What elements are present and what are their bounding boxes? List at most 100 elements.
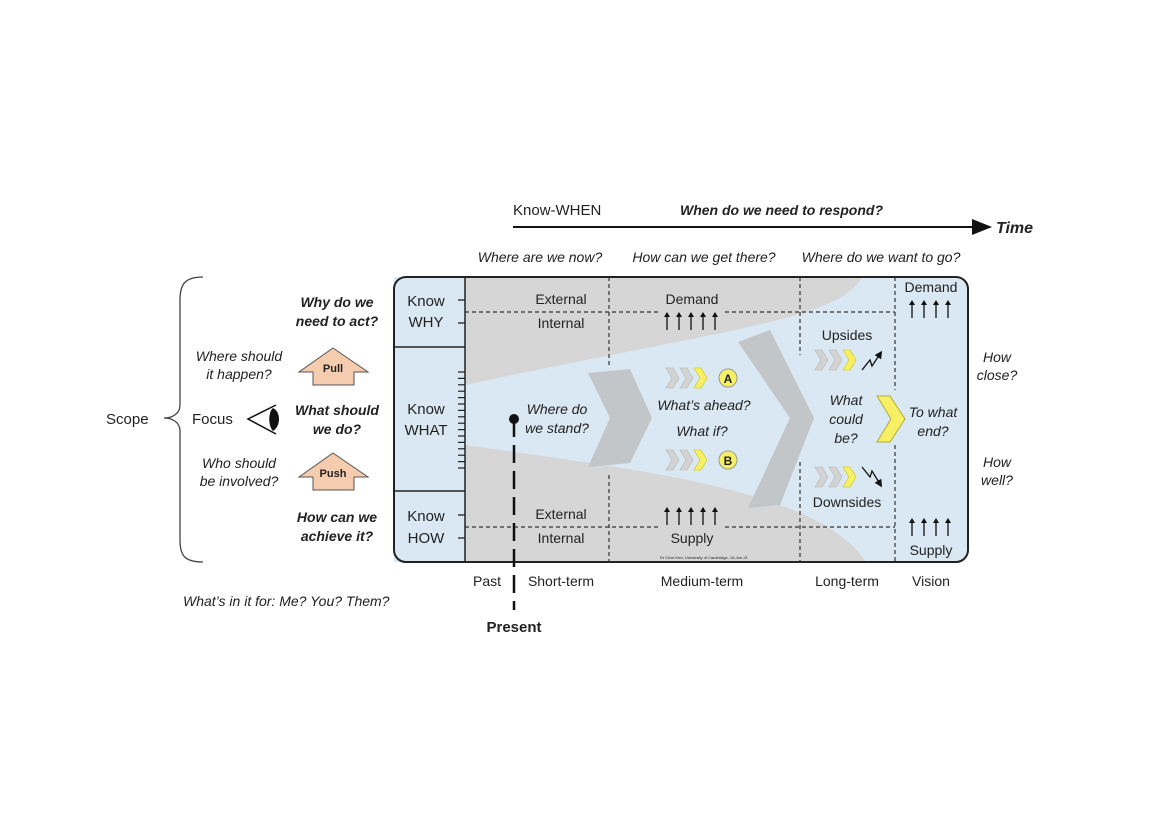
timeline-past: Past — [473, 573, 501, 589]
up-arrow-icon — [945, 300, 951, 305]
up-arrow-icon — [676, 312, 682, 317]
know-why-line2: WHY — [409, 314, 444, 331]
demand-label: Demand — [666, 291, 719, 307]
how-well-line1: How — [983, 454, 1012, 470]
top-internal-label: Internal — [538, 315, 585, 331]
bottom-internal-label: Internal — [538, 530, 585, 546]
up-arrow-icon — [700, 312, 706, 317]
why-act-line1: Why do we — [300, 294, 373, 310]
up-arrow-icon — [664, 507, 670, 512]
credit-text: Dr Clive Kerr, University of Cambridge, … — [660, 555, 749, 560]
scenario-b-chevrons — [665, 449, 708, 471]
up-arrow-icon — [921, 518, 927, 523]
chevron-grey-icon — [814, 466, 829, 488]
up-arrow-icon — [664, 312, 670, 317]
pull-label: Pull — [323, 363, 343, 375]
know-why-line1: Know — [407, 293, 445, 310]
supply-arrows — [664, 507, 718, 525]
to-what-end-line1: To what — [909, 404, 959, 420]
time-label: Time — [996, 220, 1033, 237]
question-how-get-there: How can we get there? — [632, 249, 775, 265]
where-stand-line2: we stand? — [525, 420, 589, 436]
bottom-external-label: External — [535, 506, 586, 522]
chevron-grey-icon — [665, 449, 680, 471]
chevron-yellow-icon — [842, 349, 857, 371]
up-arrow-icon — [712, 312, 718, 317]
what-could-line1: What — [830, 392, 864, 408]
up-arrow-icon — [712, 507, 718, 512]
up-arrow-icon — [676, 507, 682, 512]
when-question: When do we need to respond? — [680, 202, 883, 218]
downside-trend-icon — [861, 466, 883, 488]
know-what-line1: Know — [407, 401, 445, 418]
up-arrow-icon — [909, 300, 915, 305]
upsides-label: Upsides — [822, 327, 873, 343]
demand-arrows — [664, 312, 718, 330]
vision-demand-label: Demand — [905, 279, 958, 295]
what-if-label: What if? — [676, 423, 728, 439]
scenario-b-badge — [718, 450, 738, 470]
scope-label: Scope — [106, 411, 149, 428]
pull-arrow-icon — [297, 347, 370, 386]
up-arrow-icon — [933, 300, 939, 305]
up-arrow-icon — [933, 518, 939, 523]
timeline-short-term: Short-term — [528, 573, 594, 589]
up-arrow-icon — [688, 312, 694, 317]
why-act-line2: need to act? — [296, 313, 379, 329]
ruler-ticks — [458, 371, 465, 469]
know-when-label: Know-WHEN — [513, 202, 601, 219]
focus-label: Focus — [192, 411, 233, 428]
know-how-line2: HOW — [408, 530, 446, 547]
what-could-line3: be? — [834, 430, 858, 446]
grey-top-region — [465, 277, 862, 385]
tick-marks — [458, 299, 465, 539]
scenario-a-badge — [718, 368, 738, 388]
chevron-grey-icon — [679, 449, 694, 471]
what-could-line2: could — [829, 411, 864, 427]
downsides-chevrons — [814, 466, 857, 488]
upsides-chevrons — [814, 349, 857, 371]
eye-icon — [246, 404, 279, 435]
present-label: Present — [486, 619, 541, 636]
chevron-grey-icon — [828, 349, 843, 371]
how-achieve-line1: How can we — [297, 509, 377, 525]
to-what-end-line2: end? — [917, 423, 948, 439]
upside-trend-icon — [861, 350, 883, 371]
up-arrow-icon — [921, 300, 927, 305]
frame-border — [393, 276, 969, 563]
vision-supply-label: Supply — [910, 542, 953, 558]
how-close-line2: close? — [977, 367, 1018, 383]
scenario-b-label: B — [724, 454, 733, 468]
downsides-label: Downsides — [813, 494, 881, 510]
chevron-grey-icon — [665, 367, 680, 389]
chevron-grey-icon — [679, 367, 694, 389]
vision-supply-arrows — [909, 518, 951, 536]
grey-bottom-region — [465, 445, 866, 562]
chevron-short-term — [588, 369, 652, 467]
chevron-yellow-icon — [842, 466, 857, 488]
top-external-label: External — [535, 291, 586, 307]
chevron-medium-term — [738, 330, 814, 508]
where-happen-line1: Where should — [196, 348, 284, 364]
up-arrow-icon — [700, 507, 706, 512]
know-how-line1: Know — [407, 508, 445, 525]
push-label: Push — [320, 468, 347, 480]
how-achieve-line2: achieve it? — [301, 528, 374, 544]
know-what-line2: WHAT — [404, 422, 447, 439]
whats-ahead-label: What’s ahead? — [657, 397, 750, 413]
where-stand-line1: Where do — [527, 401, 588, 417]
push-arrow-icon — [297, 452, 370, 491]
main-frame-content — [394, 277, 968, 562]
timeline-medium-term: Medium-term — [661, 573, 743, 589]
up-arrow-icon — [945, 518, 951, 523]
chevron-grey-icon — [828, 466, 843, 488]
up-arrow-icon — [909, 518, 915, 523]
vision-chevron — [876, 395, 906, 443]
scope-brace — [163, 276, 204, 563]
question-where-go: Where do we want to go? — [802, 249, 961, 265]
chevron-grey-icon — [814, 349, 829, 371]
scenario-a-chevrons — [665, 367, 708, 389]
how-close-line1: How — [983, 349, 1012, 365]
what-do-line1: What should — [295, 402, 379, 418]
